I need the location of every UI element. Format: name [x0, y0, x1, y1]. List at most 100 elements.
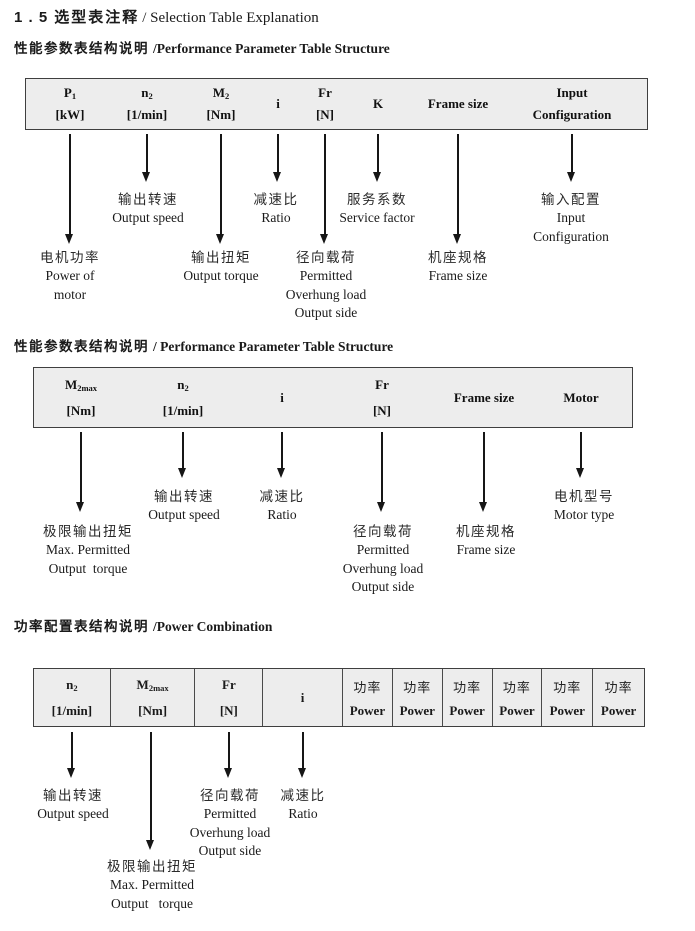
col-symbol: n2: [141, 85, 153, 101]
col-power-en: Power: [399, 703, 435, 718]
s1-arrow-output-torque: [217, 134, 223, 244]
s1-label-power-of-motor: 电机功率 Power of motor: [40, 250, 100, 302]
page-title-zh: 选型表注释: [54, 9, 140, 26]
s3-arrow-ratio: [299, 732, 305, 778]
col-symbol: n2: [177, 377, 189, 393]
section3-heading-zh: 功率配置表结构说明: [14, 619, 149, 634]
table2-header: M2max [Nm] n2 [1/min] i Fr [N] Frame siz…: [33, 367, 633, 428]
col-symbol: K: [372, 96, 384, 111]
col-symbol: M2: [212, 85, 230, 101]
col-unit: [N]: [219, 703, 238, 718]
s1-label-output-torque: 输出扭矩 Output torque: [183, 250, 259, 283]
col-unit: [1/min]: [51, 703, 93, 718]
s3-arrow-max-output-torque: [147, 732, 153, 850]
col-unit: [Nm]: [66, 403, 96, 418]
s1-label-ratio: 减速比 Ratio: [253, 192, 299, 225]
table1-col-k: K: [333, 79, 423, 129]
table2-col-m2max: M2max [Nm]: [31, 368, 131, 427]
col-unit: [kW]: [55, 107, 85, 122]
col-symbol: Frame size: [453, 389, 515, 405]
s1-label-frame-size: 机座规格 Frame size: [428, 250, 488, 283]
col-unit: [Nm]: [206, 107, 236, 122]
s1-label-service-factor: 服务系数 Service factor: [339, 192, 415, 225]
table1-col-input-configuration: Input Configuration: [502, 79, 642, 129]
col-symbol: n2: [66, 677, 78, 693]
s1-label-output-speed: 输出转速 Output speed: [112, 192, 184, 225]
s3-label-max-output-torque: 极限输出扭矩 Max. Permitted Output torque: [107, 859, 197, 911]
s1-arrow-overhung-load: [321, 134, 327, 244]
section3-heading-en: /Power Combination: [153, 619, 273, 634]
col-line2: Configuration: [532, 107, 612, 122]
col-power-en: Power: [449, 703, 485, 718]
table1-col-i: i: [233, 79, 323, 129]
section1-heading: 性能参数表结构说明/Performance Parameter Table St…: [14, 37, 390, 57]
table3-col-fr: Fr [N]: [195, 669, 264, 726]
table2-col-n2: n2 [1/min]: [133, 368, 233, 427]
s2-arrow-overhung-load: [378, 432, 384, 512]
col-unit: [1/min]: [162, 403, 204, 418]
table3-col-power-2: 功率 Power: [393, 669, 443, 726]
col-symbol: P1: [63, 85, 77, 101]
col-symbol: Fr: [222, 677, 236, 692]
table1-col-m2: M2 [Nm]: [176, 79, 266, 129]
s3-arrow-overhung-load: [225, 732, 231, 778]
s2-label-motor-type: 电机型号 Motor type: [553, 489, 615, 522]
s3-arrow-output-speed: [68, 732, 74, 778]
s1-arrow-service-factor: [374, 134, 380, 182]
s1-arrow-ratio: [274, 134, 280, 182]
col-unit: [Nm]: [138, 703, 168, 718]
table3-header: n2 [1/min] M2max [Nm] Fr [N] i 功率 Power …: [33, 668, 645, 727]
section2-heading: 性能参数表结构说明 / Performance Parameter Table S…: [14, 335, 393, 355]
col-power-en: Power: [499, 703, 535, 718]
col-unit: [N]: [372, 403, 392, 418]
col-unit: [1/min]: [126, 107, 168, 122]
col-power-en: Power: [349, 703, 386, 718]
table1-col-fr: Fr [N]: [280, 79, 370, 129]
col-symbol: Fr: [375, 377, 389, 392]
col-symbol: M2max: [136, 677, 169, 693]
table3-col-m2max: M2max [Nm]: [111, 669, 196, 726]
section1-heading-zh: 性能参数表结构说明: [14, 41, 149, 56]
table3-col-power-1: 功率 Power: [343, 669, 393, 726]
table3-row: n2 [1/min] M2max [Nm] Fr [N] i 功率 Power …: [34, 669, 644, 726]
s2-label-output-speed: 输出转速 Output speed: [148, 489, 220, 522]
table3-col-power-5: 功率 Power: [542, 669, 594, 726]
table2-col-i: i: [232, 368, 332, 427]
s2-arrow-max-output-torque: [77, 432, 83, 512]
col-symbol: Motor: [563, 389, 599, 405]
col-symbol: M2max: [64, 377, 98, 393]
table3-col-n2: n2 [1/min]: [34, 669, 111, 726]
s1-arrow-frame-size: [454, 134, 460, 244]
s1-label-input-configuration: 输入配置 Input Configuration: [533, 192, 609, 244]
section2-heading-zh: 性能参数表结构说明: [14, 339, 149, 354]
table3-col-power-6: 功率 Power: [600, 680, 637, 718]
col-symbol: i: [276, 96, 280, 111]
s2-arrow-ratio: [278, 432, 284, 478]
page-title: 1 . 5 选型表注释/ Selection Table Explanation: [14, 6, 319, 27]
s3-label-overhung-load: 径向载荷 Permitted Overhung load Output side: [189, 788, 271, 858]
col-symbol: i: [280, 389, 284, 405]
col-symbol: Fr: [318, 85, 332, 100]
s2-label-frame-size: 机座规格 Frame size: [456, 524, 516, 557]
s2-label-ratio: 减速比 Ratio: [259, 489, 305, 522]
s1-label-overhung-load: 径向载荷 Permitted Overhung load Output side: [285, 250, 367, 320]
section-number: 1 . 5: [14, 9, 49, 26]
table2-col-fr: Fr [N]: [332, 368, 432, 427]
s2-label-overhung-load: 径向载荷 Permitted Overhung load Output side: [342, 524, 424, 594]
table3-col-power-4: 功率 Power: [493, 669, 543, 726]
s1-arrow-power-of-motor: [66, 134, 72, 244]
col-symbol: Frame size: [427, 96, 489, 111]
col-power-en: Power: [600, 703, 637, 718]
s3-label-ratio: 减速比 Ratio: [280, 788, 326, 821]
page-title-en: / Selection Table Explanation: [142, 10, 319, 26]
section1-heading-en: /Performance Parameter Table Structure: [153, 41, 390, 56]
col-line1: Input: [556, 85, 588, 100]
section2-heading-en: / Performance Parameter Table Structure: [153, 339, 394, 354]
table1-col-p1: P1 [kW]: [25, 79, 115, 129]
col-unit: [N]: [315, 107, 335, 122]
col-power-en: Power: [549, 703, 585, 718]
table2-col-frame-size: Frame size: [434, 368, 534, 427]
table1-col-frame-size: Frame size: [413, 79, 503, 129]
s2-arrow-frame-size: [480, 432, 486, 512]
